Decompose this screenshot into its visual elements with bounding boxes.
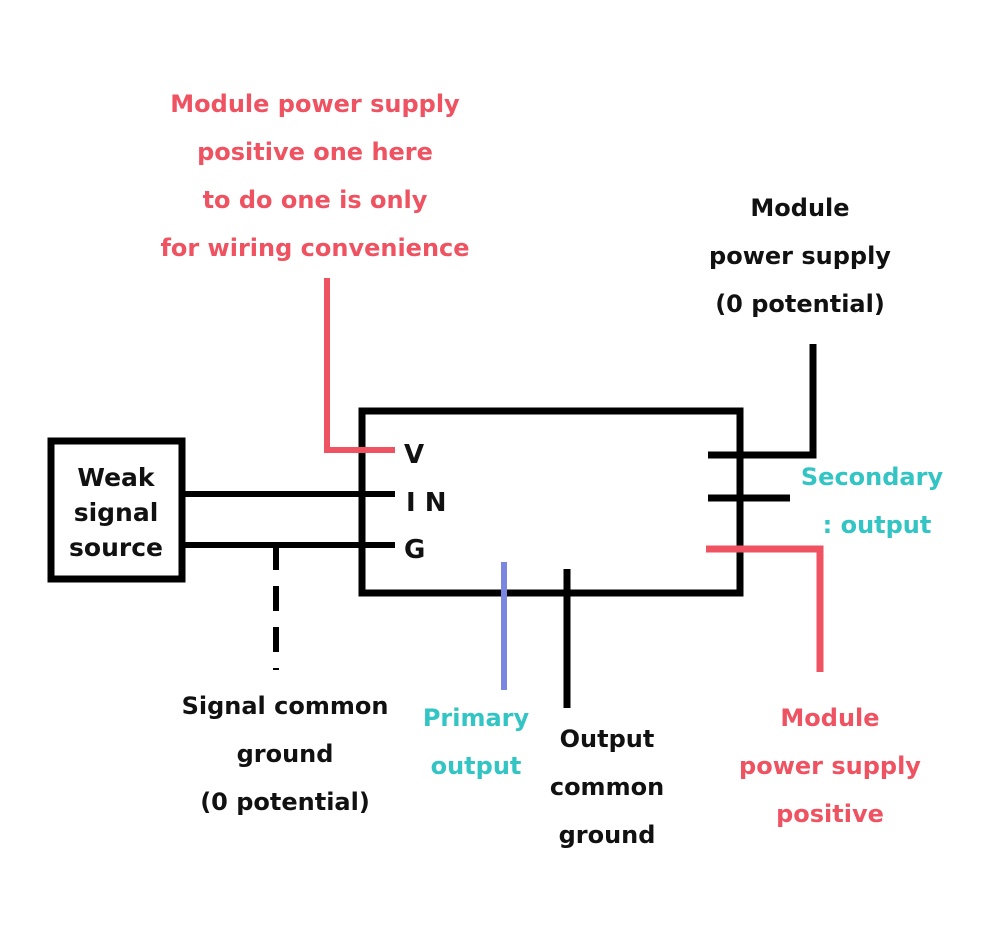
- signal-ground-line: (0 potential): [200, 788, 370, 816]
- output-ground-line: ground: [558, 821, 656, 849]
- signal-ground-line: ground: [236, 740, 334, 768]
- module-supply-positive-wire: [706, 545, 824, 672]
- pin-g-label: G: [404, 535, 426, 565]
- primary-output-line: output: [430, 752, 522, 780]
- module-supply-positive-line: positive: [776, 800, 884, 828]
- module-supply-zero-line: Module: [750, 194, 850, 222]
- secondary-output-line: Secondary: [800, 463, 944, 491]
- secondary-output-label: Secondary : output: [792, 453, 952, 549]
- module-supply-zero-label: Module power supply (0 potential): [690, 184, 910, 328]
- signal-source-line: Weak: [77, 463, 155, 492]
- module-supply-positive-line: Module: [780, 704, 880, 732]
- signal-source-label: Weak signal source: [55, 460, 177, 565]
- secondary-output-line: : output: [822, 511, 932, 539]
- output-ground-line: Output: [559, 725, 655, 753]
- module-supply-positive-line: power supply: [739, 752, 921, 780]
- signal-ground-label: Signal common ground (0 potential): [170, 682, 400, 826]
- output-ground-label: Output common ground: [540, 715, 674, 859]
- pin-in-label: I N: [406, 488, 447, 518]
- top-power-note-line: for wiring convenience: [160, 234, 470, 262]
- signal-source-line: signal: [73, 498, 159, 527]
- top-power-note-line: Module power supply: [170, 90, 460, 118]
- v-supply-wire: [324, 278, 395, 453]
- top-power-note-line: positive one here: [197, 138, 433, 166]
- primary-output-line: Primary: [422, 704, 530, 732]
- signal-ground-line: Signal common: [181, 692, 389, 720]
- module-supply-zero-wire: [708, 344, 817, 459]
- module-supply-zero-line: power supply: [709, 242, 891, 270]
- module-supply-zero-line: (0 potential): [715, 290, 885, 318]
- top-power-note: Module power supply positive one here to…: [130, 80, 500, 272]
- signal-source-box: [47, 437, 186, 583]
- output-ground-line: common: [549, 773, 665, 801]
- signal-source-line: source: [69, 533, 163, 562]
- top-power-note-line: to do one is only: [202, 186, 428, 214]
- module-supply-positive-label: Module power supply positive: [720, 694, 940, 838]
- pin-v-label: V: [404, 440, 425, 470]
- module-box: [358, 407, 744, 597]
- primary-output-label: Primary output: [414, 694, 538, 790]
